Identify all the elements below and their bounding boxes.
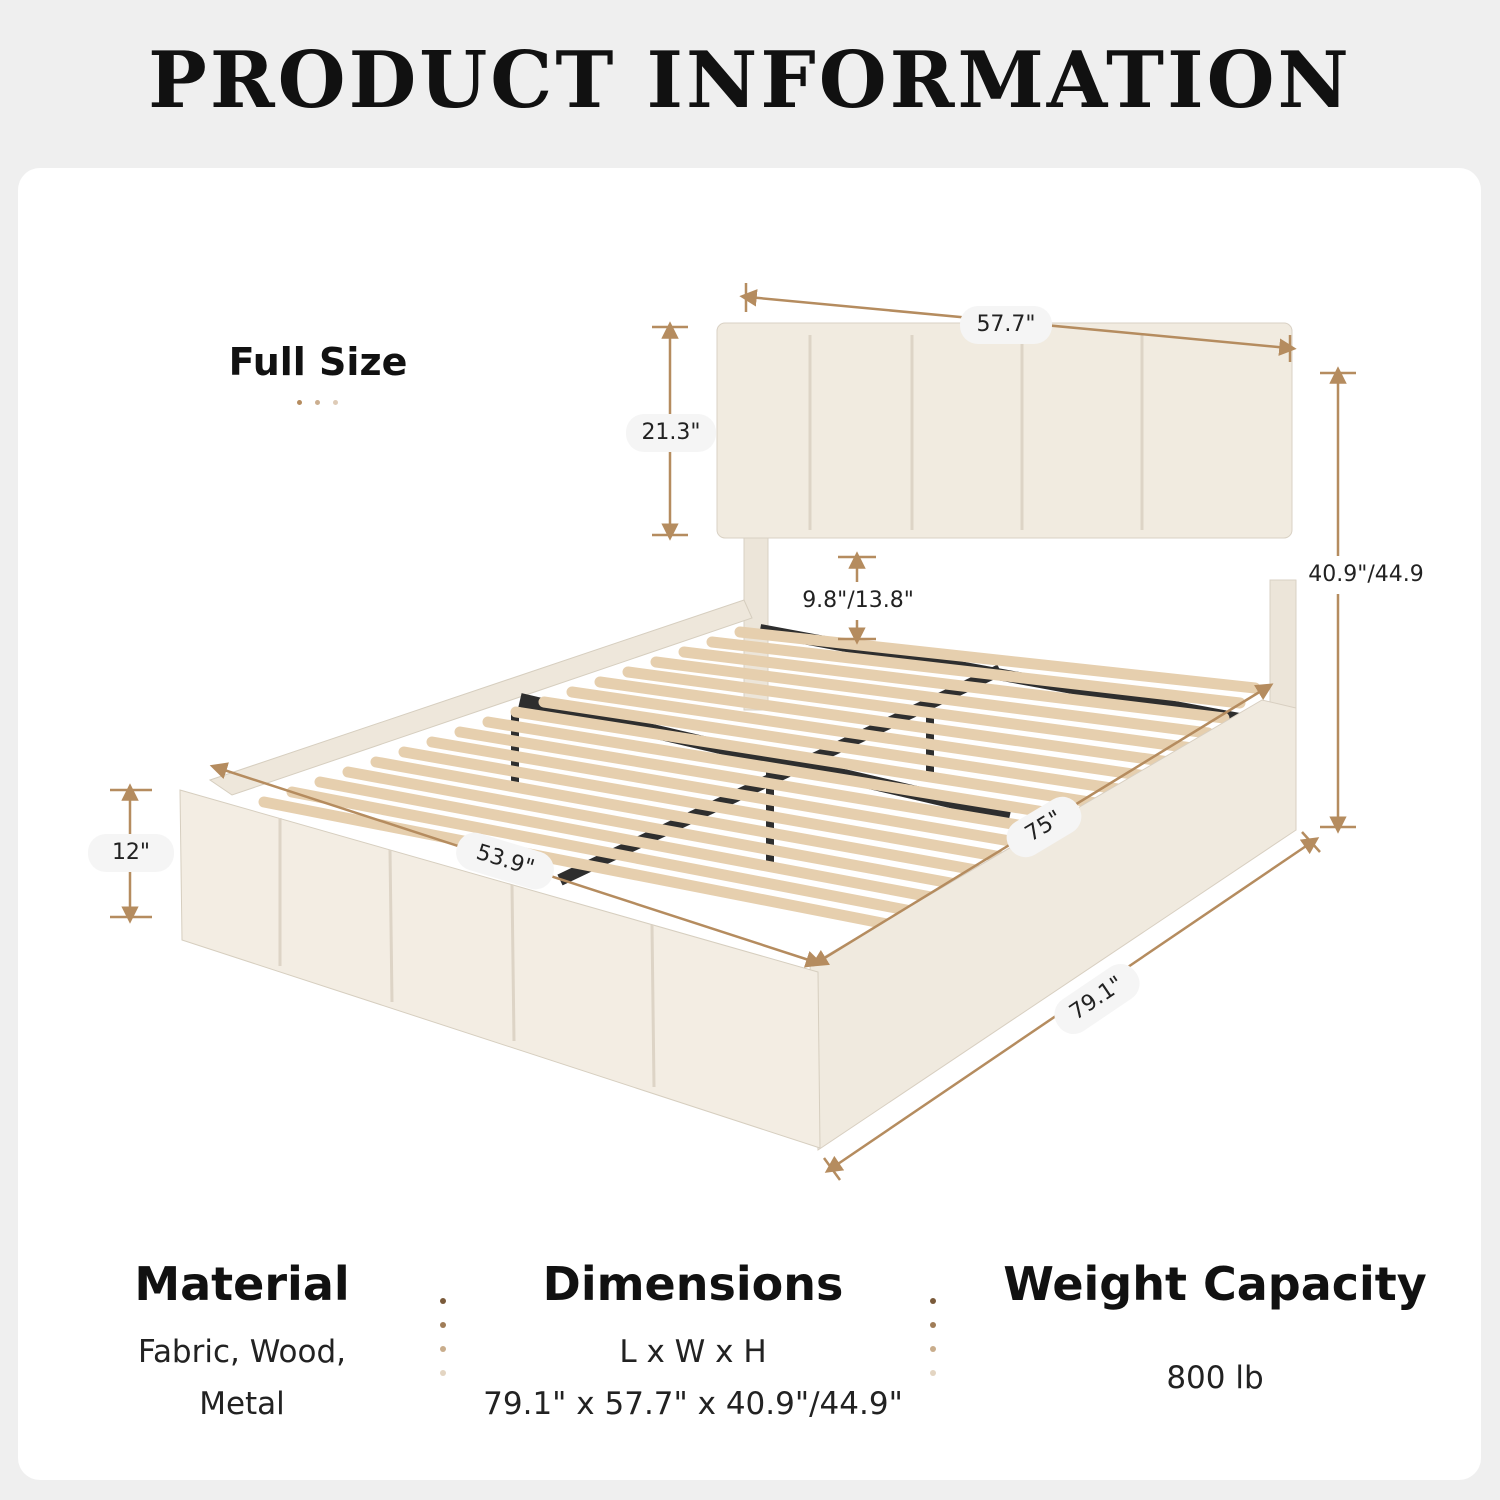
dim-headboard-height: 21.3" [626,414,716,452]
dimensions-heading: Dimensions [542,1257,844,1311]
dimensions-column: Dimensions L x W x H 79.1" x 57.7" x 40.9… [480,1254,906,1430]
headboard [716,322,1293,539]
material-heading: Material [134,1257,350,1311]
material-line1: Fabric, Wood, [137,1334,347,1370]
weight-value: 800 lb [1166,1360,1264,1396]
material-line2: Metal [199,1386,285,1422]
size-label: Full Size [228,340,408,384]
dim-headboard-width: 57.7" [960,306,1052,344]
dim-total-height: 40.9"/44.9 [1296,556,1436,594]
dimensions-value: L x W x H 79.1" x 57.7" x 40.9"/44.9" [480,1326,906,1430]
weight-column: Weight Capacity 800 lb [975,1254,1455,1404]
dimensions-line2: 79.1" x 57.7" x 40.9"/44.9" [483,1386,903,1422]
material-column: Material Fabric, Wood, Metal [90,1254,394,1430]
weight-heading: Weight Capacity [1003,1257,1427,1311]
separator-dots-2 [930,1298,938,1398]
page-title: PRODUCT INFORMATION [148,35,1352,126]
material-value: Fabric, Wood, Metal [90,1326,394,1430]
dim-headboard-gap: 9.8"/13.8" [790,582,926,620]
separator-dots-1 [440,1298,448,1398]
dimensions-line1: L x W x H [619,1334,767,1370]
size-dots-decoration [297,400,341,406]
dim-frame-height: 12" [88,834,174,872]
